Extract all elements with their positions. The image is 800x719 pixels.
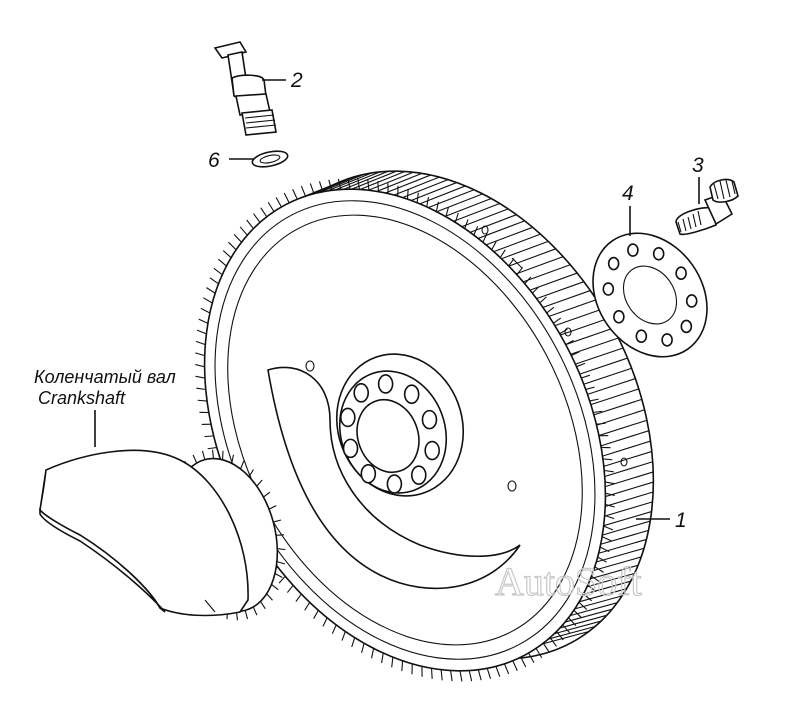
flywheel-center-bore (356, 398, 420, 474)
flywheel-recess (267, 366, 521, 590)
label-part-6: 6 (208, 149, 220, 172)
ring-gear-teeth (195, 170, 654, 682)
hub-bolt-holes (340, 374, 440, 494)
part-3-bolt (675, 178, 739, 236)
label-part-4: 4 (622, 182, 634, 205)
watermark: AutoSoft (495, 559, 642, 604)
flywheel-hole (305, 360, 315, 372)
label-crankshaft-ru: Коленчатый вал (34, 367, 176, 387)
label-crankshaft-en: Crankshaft (38, 388, 126, 408)
part-4-plate (592, 232, 708, 358)
label-part-1: 1 (675, 509, 687, 532)
flywheel-hole (507, 480, 517, 492)
part-2-pin (213, 41, 277, 136)
plate-bolt-holes (602, 243, 698, 347)
crankshaft (39, 449, 286, 621)
flywheel (195, 170, 655, 682)
part-6-washer (251, 150, 289, 168)
label-part-3: 3 (692, 154, 704, 177)
label-part-2: 2 (290, 69, 303, 92)
